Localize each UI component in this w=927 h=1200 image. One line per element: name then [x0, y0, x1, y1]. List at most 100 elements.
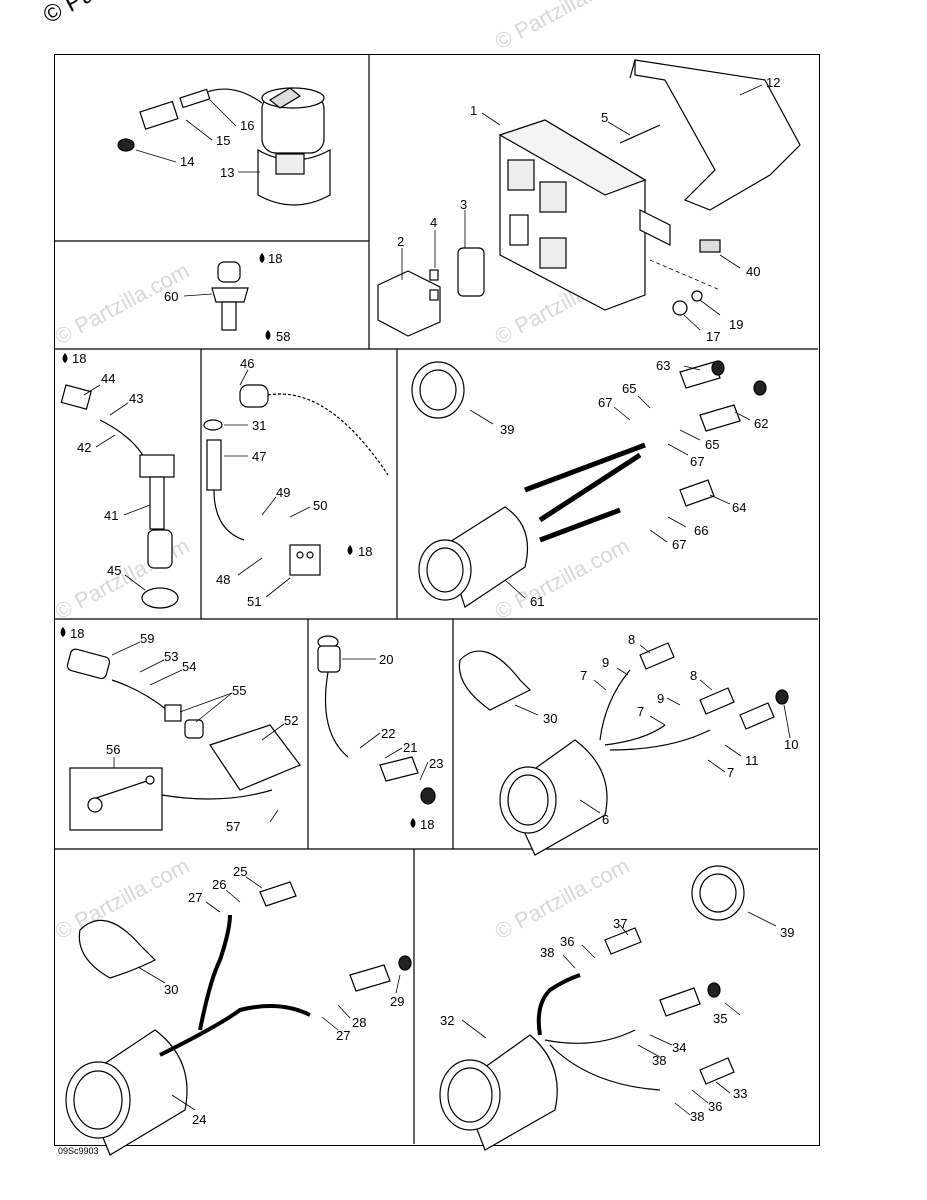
gauge-visor: [458, 650, 532, 711]
leader-lines-j: [137, 876, 401, 1111]
callout-38: 38: [690, 1109, 704, 1124]
lubricant-icon: [347, 545, 353, 555]
speed-sensor-assembly: [317, 635, 436, 805]
lubricant-icon: [410, 818, 416, 828]
callout-3: 3: [460, 197, 467, 212]
callout-42: 42: [77, 440, 91, 455]
callout-38: 38: [540, 945, 554, 960]
gauge-61-assembly: [411, 360, 767, 608]
lube-18: 18: [358, 544, 372, 559]
callout-7: 7: [580, 668, 587, 683]
leader-lines-h: [342, 658, 429, 781]
callout-40: 40: [746, 264, 760, 279]
callout-38: 38: [652, 1053, 666, 1068]
callout-36: 36: [560, 934, 574, 949]
callout-6: 6: [602, 812, 609, 827]
callout-47: 47: [252, 449, 266, 464]
callout-17: 17: [706, 329, 720, 344]
callout-62: 62: [754, 416, 768, 431]
lube-18: 18: [420, 817, 434, 832]
callout-1: 1: [470, 103, 477, 118]
watermark: © Partzilla.com: [51, 853, 194, 945]
leader-lines-e: [224, 369, 311, 598]
leader-lines-k: [461, 911, 777, 1116]
callout-61: 61: [530, 594, 544, 609]
callout-39: 39: [500, 422, 514, 437]
callout-35: 35: [713, 1011, 727, 1026]
callout-14: 14: [180, 154, 194, 169]
gauge-24-assembly: [65, 881, 412, 1156]
connector-housing: [139, 100, 179, 130]
callout-57: 57: [226, 819, 240, 834]
callout-32: 32: [440, 1013, 454, 1028]
callout-66: 66: [694, 523, 708, 538]
bilge-pump-assembly: [117, 87, 331, 206]
watermark: © Partzilla.com: [491, 853, 634, 945]
callout-37: 37: [613, 916, 627, 931]
callout-65: 65: [705, 437, 719, 452]
callout-64: 64: [732, 500, 746, 515]
callout-28: 28: [352, 1015, 366, 1030]
relay: [377, 270, 441, 337]
lube-18: 18: [268, 251, 282, 266]
callout-33: 33: [733, 1086, 747, 1101]
callout-67: 67: [598, 395, 612, 410]
callout-59: 59: [140, 631, 154, 646]
callout-19: 19: [729, 317, 743, 332]
callout-55: 55: [232, 683, 246, 698]
callout-7: 7: [727, 765, 734, 780]
lube-58: 58: [276, 329, 290, 344]
temperature-sensor: [211, 261, 249, 331]
leader-lines-f: [469, 365, 751, 599]
callout-15: 15: [216, 133, 230, 148]
callout-60: 60: [164, 289, 178, 304]
gauge-bezel: [411, 361, 465, 419]
lube-18: 18: [70, 626, 84, 641]
leader-lines-d: [83, 384, 151, 591]
callout-10: 10: [784, 737, 798, 752]
callout-43: 43: [129, 391, 143, 406]
callout-9: 9: [657, 691, 664, 706]
callout-48: 48: [216, 572, 230, 587]
callout-20: 20: [379, 652, 393, 667]
callout-23: 23: [429, 756, 443, 771]
lubricant-icon: [62, 353, 68, 363]
callout-27: 27: [336, 1028, 350, 1043]
connector-seal: [117, 138, 135, 152]
callout-44: 44: [101, 371, 115, 386]
callout-50: 50: [313, 498, 327, 513]
callout-56: 56: [106, 742, 120, 757]
lube-18: 18: [72, 351, 86, 366]
callout-29: 29: [390, 994, 404, 1009]
callout-54: 54: [182, 659, 196, 674]
switch-body: [209, 724, 301, 791]
callout-52: 52: [284, 713, 298, 728]
lubricant-icon: [265, 330, 271, 340]
gasket: [457, 247, 485, 297]
watermark: © Partzilla.com: [491, 0, 634, 54]
diagram-frame: [54, 54, 820, 1146]
callout-7: 7: [637, 704, 644, 719]
callout-49: 49: [276, 485, 290, 500]
callout-67: 67: [672, 537, 686, 552]
callout-30: 30: [543, 711, 557, 726]
callout-30: 30: [164, 982, 178, 997]
leader-lines-b: [401, 84, 763, 331]
callout-24: 24: [192, 1112, 206, 1127]
control-module-assembly: [377, 59, 801, 337]
lubricant-icon: [60, 627, 66, 637]
leader-lines-a: [135, 99, 260, 173]
callout-13: 13: [220, 165, 234, 180]
level-sensor-assembly: [60, 384, 179, 609]
gauge-6-assembly: [458, 642, 789, 856]
callout-39: 39: [780, 925, 794, 940]
callout-53: 53: [164, 649, 178, 664]
callout-21: 21: [403, 740, 417, 755]
callout-46: 46: [240, 356, 254, 371]
callout-4: 4: [430, 215, 437, 230]
callout-41: 41: [104, 508, 118, 523]
callout-22: 22: [381, 726, 395, 741]
callout-26: 26: [212, 877, 226, 892]
callout-8: 8: [690, 668, 697, 683]
